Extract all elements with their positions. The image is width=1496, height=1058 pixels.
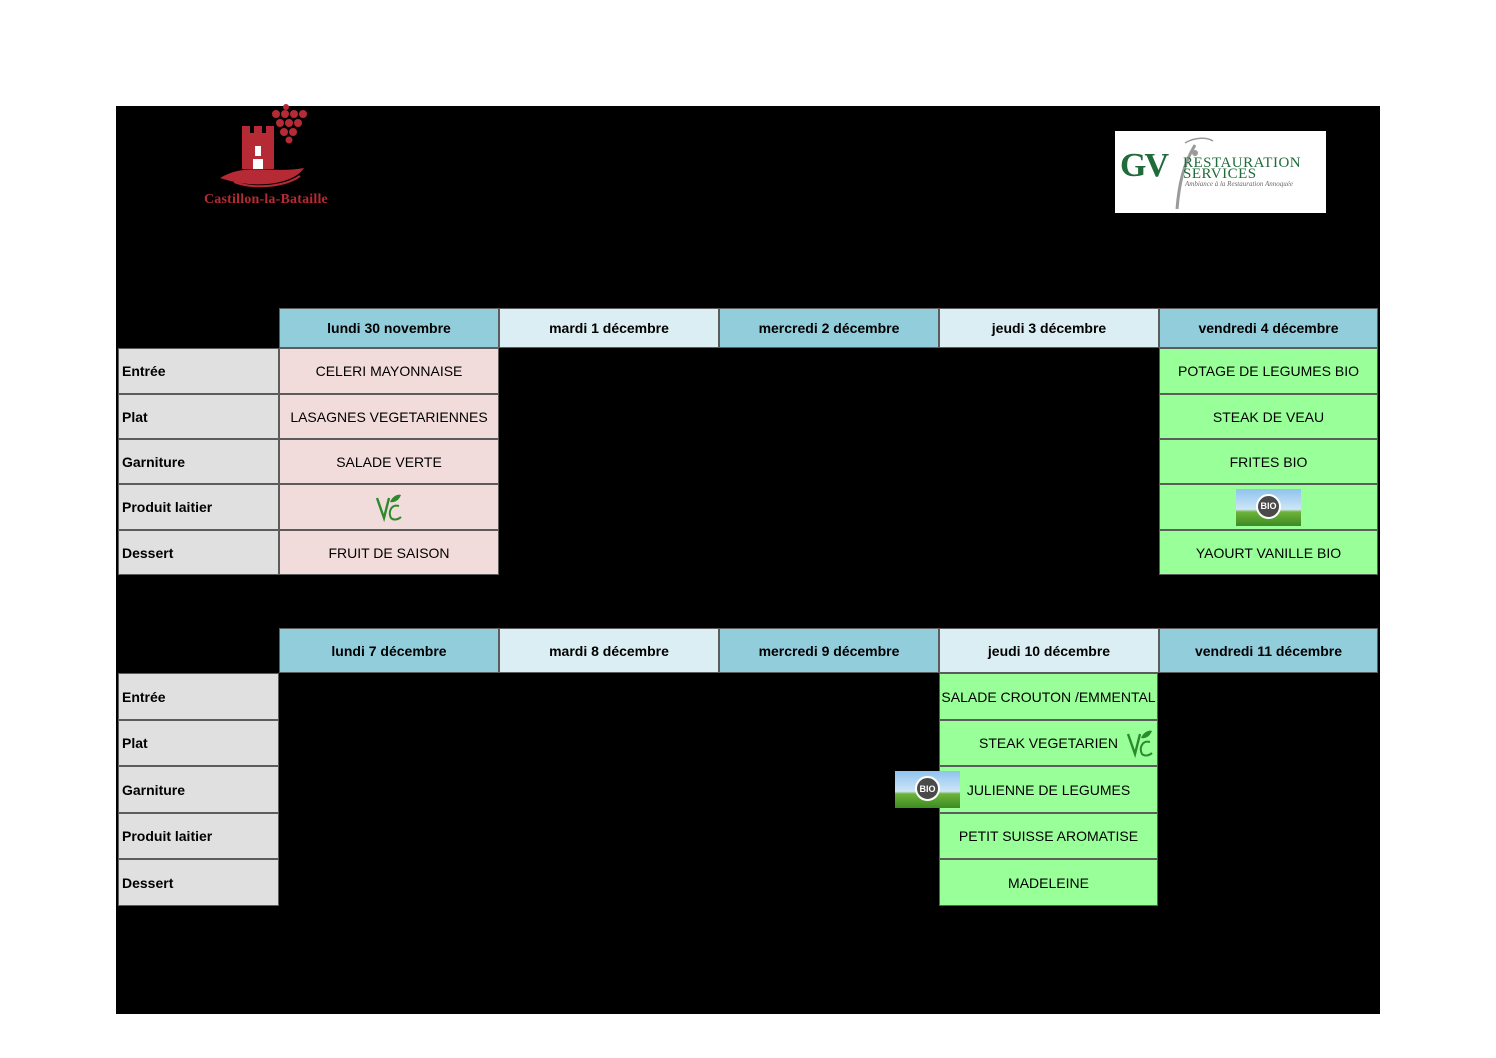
caterer-logo: GV RESTAURATION SERVICES Ambiance à la R…	[1115, 131, 1326, 213]
week1-label-dessert: Dessert	[118, 530, 279, 575]
week1-label-entree: Entrée	[118, 348, 279, 394]
week1-monday-plat: LASAGNES VEGETARIENNES	[279, 394, 499, 439]
bio-badge-text: BIO	[1256, 493, 1281, 519]
week1-label-plat: Plat	[118, 394, 279, 439]
town-name: Castillon-la-Bataille	[204, 192, 328, 207]
bio-label-icon: BIO	[895, 771, 960, 808]
week2-thursday-plat-text: STEAK VEGETARIEN	[979, 735, 1118, 751]
week2-day-thursday: jeudi 10 décembre	[939, 628, 1159, 673]
caterer-name-line1: RESTAURATION	[1183, 155, 1302, 171]
week1-label-produit-laitier: Produit laitier	[118, 484, 279, 530]
figure-icon	[1175, 137, 1214, 210]
vegetarian-icon	[375, 494, 402, 522]
week2-day-friday: vendredi 11 décembre	[1159, 628, 1378, 673]
week2-day-monday: lundi 7 décembre	[279, 628, 499, 673]
week1-friday-plat: STEAK DE VEAU	[1159, 394, 1378, 439]
week1-friday-garniture: FRITES BIO	[1159, 439, 1378, 484]
bio-badge-text: BIO	[915, 776, 940, 801]
week2-thursday-produit-laitier: PETIT SUISSE AROMATISE	[939, 813, 1158, 859]
week1-label-garniture: Garniture	[118, 439, 279, 484]
week1-day-thursday: jeudi 3 décembre	[939, 308, 1159, 348]
week1-day-tuesday: mardi 1 décembre	[499, 308, 719, 348]
week2-label-garniture: Garniture	[118, 766, 279, 813]
week1-day-wednesday: mercredi 2 décembre	[719, 308, 939, 348]
week2-thursday-entree: SALADE CROUTON /EMMENTAL	[939, 673, 1158, 720]
caterer-initials: GV	[1120, 147, 1169, 184]
week2-day-wednesday: mercredi 9 décembre	[719, 628, 939, 673]
week2-label-dessert: Dessert	[118, 859, 279, 906]
week2-thursday-dessert: MADELEINE	[939, 859, 1158, 906]
bio-label-icon: BIO	[1236, 488, 1301, 526]
week2-thursday-plat: STEAK VEGETARIEN	[939, 720, 1158, 766]
week1-friday-produit-laitier: BIO	[1159, 484, 1378, 530]
castle-icon	[220, 104, 307, 188]
week2-thursday-garniture: JULIENNE DE LEGUMES	[939, 766, 1158, 813]
week1-monday-garniture: SALADE VERTE	[279, 439, 499, 484]
week1-monday-produit-laitier	[279, 484, 499, 530]
week1-day-monday: lundi 30 novembre	[279, 308, 499, 348]
week1-day-friday: vendredi 4 décembre	[1159, 308, 1378, 348]
caterer-name-line2: SERVICES	[1183, 166, 1257, 182]
week2-day-tuesday: mardi 8 décembre	[499, 628, 719, 673]
week2-label-produit-laitier: Produit laitier	[118, 813, 279, 859]
caterer-tagline: Ambiance à la Restauration Annoquée	[1185, 180, 1293, 188]
week2-label-entree: Entrée	[118, 673, 279, 720]
week1-friday-dessert: YAOURT VANILLE BIO	[1159, 530, 1378, 575]
week1-monday-entree: CELERI MAYONNAISE	[279, 348, 499, 394]
vegetarian-icon	[1126, 730, 1153, 759]
week1-friday-entree: POTAGE DE LEGUMES BIO	[1159, 348, 1378, 394]
week2-label-plat: Plat	[118, 720, 279, 766]
week1-monday-dessert: FRUIT DE SAISON	[279, 530, 499, 575]
castillon-logo: Castillon-la-Bataille	[176, 104, 356, 212]
